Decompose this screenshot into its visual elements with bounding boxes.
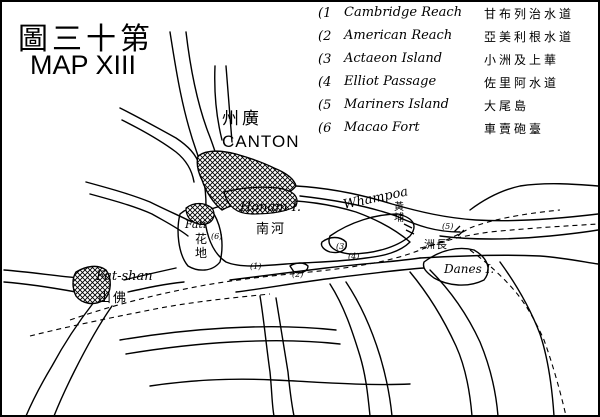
legend-name: Actaeon Island bbox=[344, 51, 443, 66]
legend-number: (4 bbox=[318, 75, 332, 90]
route-lines bbox=[29, 209, 599, 417]
danes-label-chinese: 洲長 bbox=[424, 238, 448, 251]
fati-fort-marker: (6) bbox=[211, 232, 223, 241]
legend-item: (6 Macao Fort 車賣砲臺 bbox=[318, 119, 596, 141]
honam-label: Honam I. bbox=[240, 200, 302, 215]
honam-label-chinese: 南河 bbox=[256, 222, 287, 237]
fati-label: Fati bbox=[185, 218, 207, 231]
canton-label-chinese: 州廣 bbox=[222, 109, 262, 129]
marker-3: (3) bbox=[336, 242, 348, 251]
legend-name: Mariners Island bbox=[344, 97, 449, 112]
fatshan-label: Fat-shan bbox=[96, 269, 153, 284]
canton-label: CANTON bbox=[222, 132, 300, 151]
fati-label-chinese: 花地 bbox=[195, 232, 208, 260]
legend-item: (3 Actaeon Island 小洲及上華 bbox=[318, 50, 596, 72]
legend-chinese: 大尾島 bbox=[484, 99, 530, 113]
danes-label: Danes I. bbox=[444, 262, 495, 276]
legend-number: (2 bbox=[318, 29, 332, 44]
legend-item: (2 American Reach 亞美利根水道 bbox=[318, 27, 596, 49]
river-banks bbox=[3, 31, 599, 417]
legend-chinese: 車賣砲臺 bbox=[484, 122, 545, 136]
marker-4: (4) bbox=[348, 252, 360, 261]
canton-suburb-area bbox=[223, 186, 298, 215]
whampoa-label-chinese: 黃埔 bbox=[394, 202, 404, 224]
legend-chinese: 小洲及上華 bbox=[484, 53, 560, 67]
legend-number: (5 bbox=[318, 98, 332, 113]
legend-item: (4 Elliot Passage 佐里阿水道 bbox=[318, 73, 596, 95]
map-title-chinese: 圖三十第 bbox=[18, 22, 154, 57]
legend-name: Macao Fort bbox=[344, 120, 420, 135]
marker-2: (2) bbox=[292, 270, 304, 279]
legend-name: Elliot Passage bbox=[344, 74, 437, 89]
marker-1: (1) bbox=[250, 262, 262, 271]
marker-5: (5) bbox=[442, 222, 454, 231]
fatshan-label-chinese: 山佛 bbox=[98, 291, 129, 306]
legend-item: (5 Mariners Island 大尾島 bbox=[318, 96, 596, 118]
map-title: MAP XIII bbox=[30, 50, 137, 80]
legend-name: Cambridge Reach bbox=[344, 5, 463, 20]
fatshan-town-area bbox=[72, 265, 111, 305]
legend-chinese: 佐里阿水道 bbox=[484, 76, 560, 90]
legend-item: (1 Cambridge Reach 甘布列治水道 bbox=[318, 4, 596, 26]
legend-number: (1 bbox=[318, 6, 332, 21]
legend-chinese: 亞美利根水道 bbox=[484, 30, 575, 44]
legend-number: (3 bbox=[318, 52, 332, 67]
fati-village-area bbox=[185, 202, 215, 225]
legend-name: American Reach bbox=[344, 28, 453, 43]
legend-chinese: 甘布列治水道 bbox=[484, 7, 575, 21]
legend-number: (6 bbox=[318, 121, 332, 136]
fort-markers bbox=[403, 223, 465, 237]
